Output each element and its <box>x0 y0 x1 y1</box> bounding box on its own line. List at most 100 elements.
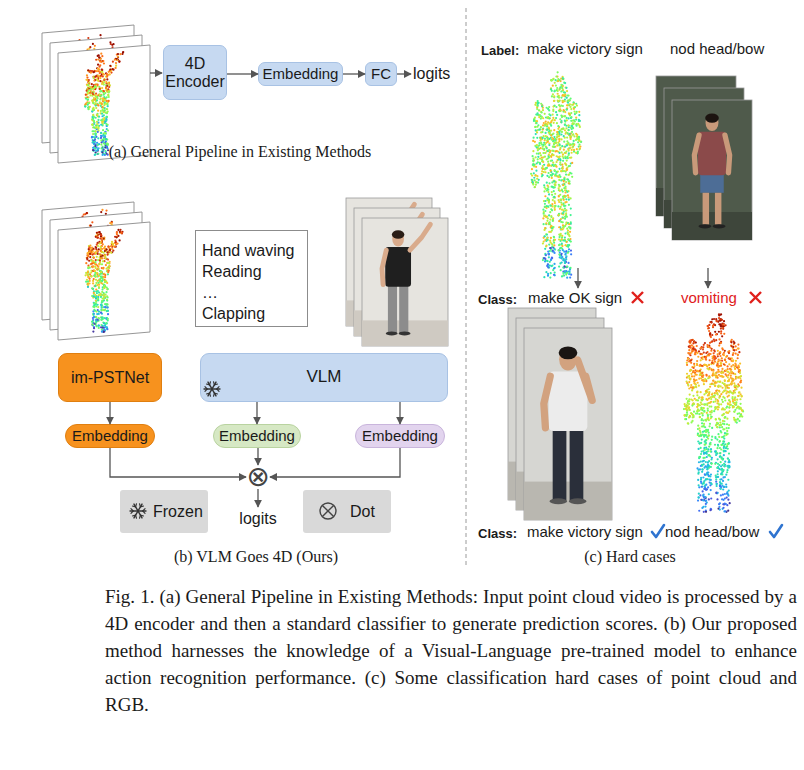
cloud-point <box>562 190 564 192</box>
cloud-point <box>114 246 116 248</box>
cloud-point <box>92 260 94 262</box>
cloud-point <box>562 160 564 162</box>
cloud-point <box>95 136 97 138</box>
cloud-point <box>119 239 121 241</box>
cloud-point <box>543 186 545 188</box>
cloud-point <box>86 279 88 281</box>
cloud-point <box>101 115 103 117</box>
cloud-point <box>94 321 96 323</box>
cloud-point <box>93 97 95 99</box>
cloud-point <box>107 288 109 290</box>
cloud-point <box>96 310 98 312</box>
cloud-point <box>114 59 116 61</box>
cloud-point <box>90 271 92 273</box>
cloud-point <box>100 132 102 134</box>
cloud-point <box>96 232 98 234</box>
cloud-point <box>107 310 109 312</box>
cloud-point <box>95 150 97 152</box>
cloud-point <box>537 158 539 160</box>
cloud-point <box>107 94 109 96</box>
cloud-point <box>94 285 96 287</box>
cloud-point <box>105 268 107 270</box>
cloud-point <box>106 96 108 98</box>
cloud-point <box>107 251 109 253</box>
cloud-point <box>96 146 98 148</box>
cloud-point <box>91 83 93 85</box>
cloud-point <box>95 279 97 281</box>
cloud-point <box>103 111 105 113</box>
cloud-point <box>97 137 99 139</box>
cloud-point <box>95 305 97 307</box>
cloud-point <box>104 281 106 283</box>
rgb-video <box>346 198 448 346</box>
cloud-point <box>105 248 107 250</box>
hair <box>392 230 404 239</box>
cloud-point <box>99 253 101 255</box>
cloud-point <box>559 208 561 210</box>
cloud-point <box>121 53 123 55</box>
cloud-point <box>92 93 94 95</box>
cloud-point <box>95 95 97 97</box>
cloud-point <box>100 234 102 236</box>
cloud-point <box>93 79 95 81</box>
cloud-point <box>105 209 107 211</box>
shoe <box>386 332 398 336</box>
cloud-point <box>95 246 97 248</box>
cloud-point <box>87 104 89 106</box>
cloud-point <box>104 303 106 305</box>
cloud-point <box>88 282 90 284</box>
cloud-point <box>99 279 101 281</box>
cloud-point <box>543 190 545 192</box>
cloud-point <box>99 77 101 79</box>
cloud-point <box>102 109 104 111</box>
cloud-point <box>100 135 102 137</box>
cloud-point <box>103 306 105 308</box>
cloud-point <box>92 149 94 151</box>
cloud-point <box>98 287 100 289</box>
cloud-point <box>95 297 97 299</box>
cloud-point <box>100 304 102 306</box>
cloud-point <box>93 126 95 128</box>
cloud-point <box>97 253 99 255</box>
cloud-point <box>118 60 120 62</box>
cloud-point <box>110 245 112 247</box>
cloud-point <box>86 84 88 86</box>
cloud-point <box>106 296 108 298</box>
cloud-point <box>97 64 99 66</box>
cloud-point <box>119 231 121 233</box>
cloud-point <box>96 99 98 101</box>
cloud-point <box>98 325 100 327</box>
cloud-point <box>100 271 102 273</box>
cloud-point <box>104 309 106 311</box>
cloud-point <box>97 306 99 308</box>
cloud-point <box>97 119 99 121</box>
cloud-point <box>87 37 89 39</box>
cloud-point <box>108 90 110 92</box>
cloud-point <box>97 128 99 130</box>
cloud-point <box>99 90 101 92</box>
cloud-point <box>115 241 117 243</box>
cloud-point <box>87 276 89 278</box>
cloud-point <box>98 86 100 88</box>
cloud-point <box>89 46 91 48</box>
cloud-point <box>108 100 110 102</box>
cloud-point <box>544 132 546 134</box>
cloud-point <box>96 250 98 252</box>
cloud-point <box>119 229 121 231</box>
cloud-point <box>557 93 559 95</box>
cloud-point <box>99 80 101 82</box>
cloud-point <box>91 100 93 102</box>
cloud-point <box>97 58 99 60</box>
cloud-point <box>95 107 97 109</box>
cloud-point <box>106 116 108 118</box>
cloud-point <box>96 272 98 274</box>
cloud-point <box>95 59 97 61</box>
cloud-point <box>102 75 104 77</box>
cloud-point <box>107 259 109 261</box>
cloud-point <box>115 67 117 69</box>
cloud-point <box>107 269 109 271</box>
cloud-point <box>111 222 113 224</box>
cloud-point <box>100 296 102 298</box>
cloud-point <box>104 323 106 325</box>
cloud-point <box>103 81 105 83</box>
